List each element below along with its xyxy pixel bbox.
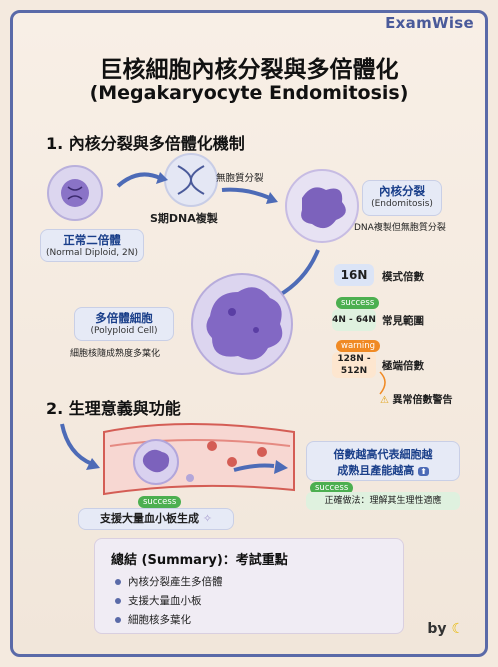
ploidy-common-label: 常見範圍 <box>382 315 424 327</box>
blood-vessel <box>103 423 295 496</box>
platelet-icon: ✧ <box>202 512 213 525</box>
polyploid-title: 多倍體細胞 <box>95 311 153 325</box>
ploidy-common-badge: success <box>336 297 380 309</box>
ploidy-extreme-badge: warning <box>336 340 381 352</box>
endomitosis-box: 內核分裂 (Endomitosis) <box>362 180 442 216</box>
normal-cell-nucleus <box>61 179 89 207</box>
normal-subtitle: (Normal Diploid, 2N) <box>46 248 138 258</box>
brand-logo: ExamWise <box>385 14 474 32</box>
result-line-2: 成熟且產能越高 <box>337 464 415 477</box>
up-arrow-icon: ⬆ <box>418 467 429 476</box>
result-badge: success <box>310 482 354 494</box>
polyploid-subtitle: (Polyploid Cell) <box>90 326 158 336</box>
result-line-1: 倍數越高代表細胞越 <box>333 448 433 461</box>
step-no-cytokinesis-label: 無胞質分裂 <box>216 173 264 184</box>
section-1-heading: 1. 內核分裂與多倍體化機制 <box>46 134 245 153</box>
result-box: 倍數越高代表細胞越 成熟且產能越高 ⬆ <box>306 441 460 481</box>
polyploid-nucleus <box>206 287 283 360</box>
ploidy-extreme-value-1: 128N - <box>337 354 371 364</box>
endomitosis-title: 內核分裂 <box>379 184 425 198</box>
summary-card: 總結 (Summary)：考試重點 內核分裂產生多倍體 支援大量血小板 細胞核多… <box>94 538 404 634</box>
ploidy-common-value: 4N - 64N <box>332 309 376 331</box>
warning-icon: ⚠ <box>380 395 389 406</box>
summary-item: 支援大量血小板 <box>115 593 403 608</box>
endomitosis-nucleus <box>301 187 346 229</box>
normal-title: 正常二倍體 <box>63 233 121 247</box>
dna-helix-icon <box>177 165 205 195</box>
ploidy-extreme-label: 極端倍數 <box>382 360 424 372</box>
author-credit: by ☾ <box>427 621 464 637</box>
abnormal-ploidy-alert-text: 異常倍數警告 <box>392 395 453 406</box>
ploidy-mode-value: 16N <box>334 264 374 286</box>
function-box: 支援大量血小板生成 ✧ <box>78 508 234 530</box>
result-note: 正確做法：理解其生理性適應 <box>306 492 460 510</box>
ploidy-mode-label: 模式倍數 <box>382 271 424 283</box>
summary-list: 內核分裂產生多倍體 支援大量血小板 細胞核多葉化 <box>115 574 403 627</box>
polyploid-note: 細胞核隨成熟度多葉化 <box>70 349 161 359</box>
endomitosis-subtitle: (Endomitosis) <box>371 199 433 209</box>
ploidy-extreme-box: 128N - 512N <box>332 352 376 378</box>
function-label: 支援大量血小板生成 <box>99 512 199 525</box>
page-title: 巨核細胞內核分裂與多倍體化 <box>99 57 399 83</box>
summary-title: 總結 (Summary)：考試重點 <box>111 553 288 568</box>
section-2-heading: 2. 生理意義與功能 <box>46 399 181 418</box>
polyploid-box: 多倍體細胞 (Polyploid Cell) <box>74 307 174 341</box>
ploidy-extreme-value-2: 512N <box>340 366 368 376</box>
summary-item: 細胞核多葉化 <box>115 612 403 627</box>
abnormal-ploidy-alert: ⚠ 異常倍數警告 <box>380 391 452 406</box>
summary-item: 內核分裂產生多倍體 <box>115 574 403 589</box>
normal-diploid-box: 正常二倍體 (Normal Diploid, 2N) <box>40 229 144 262</box>
page-subtitle: (Megakaryocyte Endomitosis) <box>89 82 409 104</box>
author-credit-text: by <box>427 621 447 637</box>
step-s-phase-label: S期DNA複製 <box>150 212 218 225</box>
endomitosis-note: DNA複製但無胞質分裂 <box>354 223 446 233</box>
function-badge: success <box>138 496 182 508</box>
banana-icon: ☾ <box>451 621 464 637</box>
